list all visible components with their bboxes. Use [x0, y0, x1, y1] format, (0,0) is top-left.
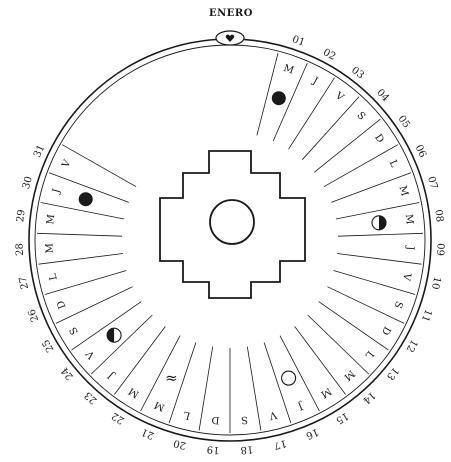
- day-number: 29: [15, 209, 27, 223]
- weekday-letter: L: [363, 348, 376, 360]
- day-number: 27: [18, 276, 31, 291]
- weekday-letter: S: [68, 325, 81, 337]
- weekday-letter: V: [267, 408, 278, 421]
- weekday-letter: M: [403, 214, 415, 225]
- weekday-letter: V: [84, 347, 98, 361]
- weekday-letter: M: [342, 367, 357, 382]
- weekday-letter: J: [310, 75, 320, 87]
- wave-mark: ≈: [165, 369, 178, 387]
- heart-icon: [216, 31, 244, 45]
- day-spoke: [319, 302, 389, 351]
- day-spoke: [338, 233, 423, 236]
- special-marks: ≈: [165, 369, 178, 387]
- weekday-letter: L: [48, 272, 60, 281]
- weekday-letter: L: [182, 409, 191, 421]
- day-spoke: [308, 315, 369, 374]
- day-number: 01: [291, 34, 307, 49]
- day-number: 07: [425, 175, 439, 190]
- day-spoke: [114, 327, 165, 395]
- day-spoke: [72, 302, 142, 351]
- weekday-letter: J: [404, 245, 415, 251]
- day-number: 05: [396, 114, 412, 131]
- day-spoke: [337, 254, 421, 265]
- day-spoke: [37, 233, 122, 236]
- day-spoke: [91, 315, 152, 374]
- weekday-letter: S: [354, 110, 367, 123]
- weekday-letter: S: [240, 414, 248, 426]
- weekday-letter: M: [45, 214, 57, 225]
- day-number: 12: [404, 337, 420, 354]
- day-number: 02: [321, 47, 337, 63]
- day-number: 10: [429, 276, 442, 291]
- day-spoke: [324, 145, 398, 187]
- full-moon-icon: [282, 371, 296, 385]
- chakana-cross: [160, 151, 305, 298]
- weekday-letter: M: [127, 385, 142, 400]
- weekday-letter: M: [397, 185, 410, 198]
- day-spoke: [314, 119, 380, 172]
- day-spoke: [39, 254, 123, 265]
- day-spoke: [199, 347, 213, 431]
- weekday-letter: V: [400, 271, 413, 282]
- center-sun-circle: [210, 200, 254, 244]
- day-number: 26: [26, 307, 41, 323]
- day-number: 06: [413, 143, 428, 159]
- new-moon-icon: [79, 192, 93, 206]
- day-number: 24: [59, 365, 76, 382]
- day-number: 13: [384, 365, 401, 382]
- weekday-letter: D: [379, 324, 393, 336]
- day-number: 22: [110, 410, 127, 426]
- day-spoke: [302, 97, 359, 160]
- day-number: 30: [21, 175, 35, 190]
- weekday-letter: L: [387, 159, 400, 170]
- weekday-letter: M: [282, 63, 295, 77]
- weekday-letter: S: [392, 299, 405, 309]
- day-spoke: [295, 327, 346, 395]
- day-number: 09: [434, 243, 446, 256]
- weekday-letter: D: [211, 414, 220, 426]
- weekday-letter: M: [153, 399, 167, 413]
- day-number: 18: [240, 443, 254, 455]
- month-title: ENERO: [209, 8, 253, 19]
- weekday-letter: J: [51, 188, 63, 196]
- day-number: 21: [140, 426, 156, 441]
- new-moon-icon: [272, 91, 286, 105]
- day-number: 15: [334, 410, 351, 426]
- day-number: 25: [41, 337, 57, 354]
- weekday-letter: D: [55, 299, 68, 310]
- day-number: 03: [349, 65, 366, 81]
- day-number: 16: [304, 426, 320, 441]
- day-number: 20: [172, 437, 187, 451]
- last-quarter-icon: [107, 328, 121, 342]
- weekday-letter: J: [296, 399, 305, 411]
- day-number: 19: [206, 443, 220, 455]
- weekday-letter: M: [319, 385, 334, 400]
- weekday-letter: D: [372, 132, 386, 145]
- weekday-letter: V: [60, 158, 74, 171]
- day-number: 28: [14, 243, 26, 256]
- weekday-letter: J: [106, 370, 117, 382]
- day-spoke: [289, 78, 335, 149]
- weekday-letter: M: [44, 243, 55, 254]
- day-spoke: [247, 347, 261, 431]
- day-number: 08: [432, 209, 444, 223]
- day-number: 31: [32, 143, 47, 159]
- day-number: 17: [273, 437, 288, 451]
- day-number: 11: [419, 307, 434, 323]
- first-quarter-icon: [372, 216, 386, 230]
- weekday-letter: V: [332, 90, 346, 104]
- day-spoke: [62, 145, 136, 187]
